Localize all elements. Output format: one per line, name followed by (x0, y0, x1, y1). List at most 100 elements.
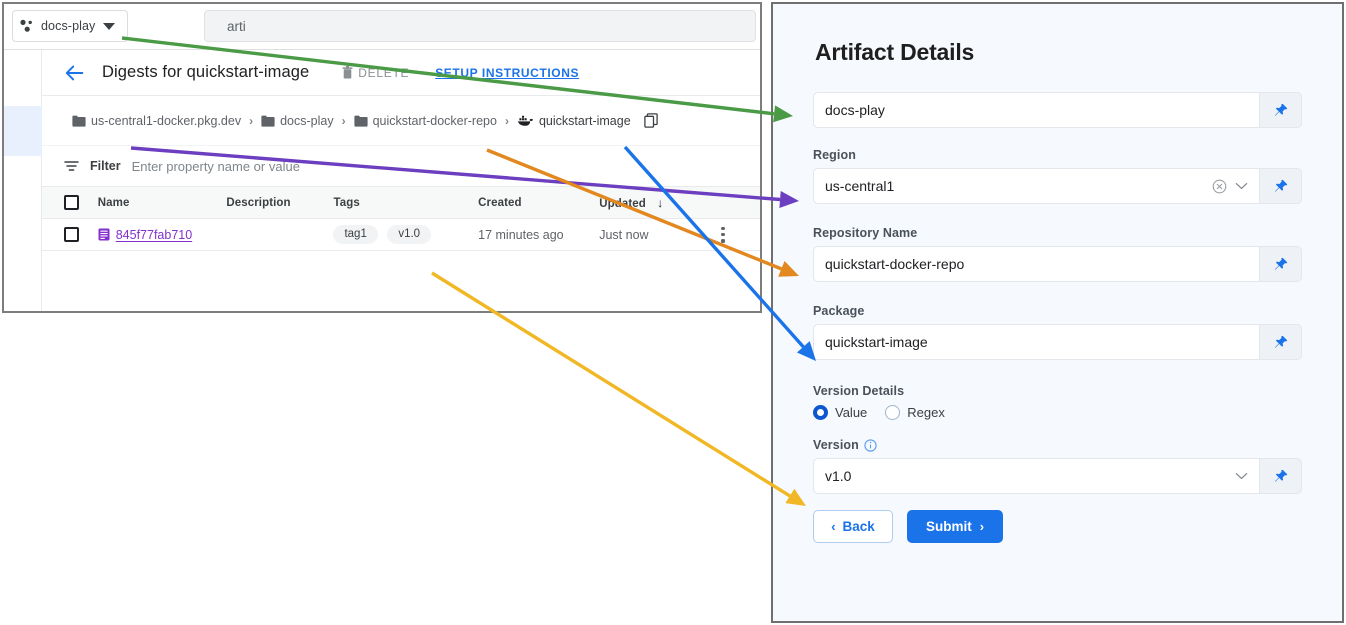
pin-package-button[interactable] (1260, 324, 1302, 360)
chevron-down-icon[interactable] (1235, 472, 1248, 480)
pin-icon (1274, 179, 1288, 193)
table-header-row: Name Description Tags Created Updated ↓ (42, 186, 760, 219)
breadcrumb-separator: › (249, 113, 254, 128)
pin-icon (1274, 103, 1288, 117)
back-arrow-icon[interactable] (64, 62, 102, 84)
table-row[interactable]: 845f77fab710 tag1 v1.0 17 minutes ago Ju… (42, 218, 760, 251)
submit-button[interactable]: Submit › (907, 510, 1004, 543)
breadcrumb-item-repository[interactable]: quickstart-docker-repo (353, 113, 497, 128)
docker-whale-icon (517, 114, 534, 127)
row-description-cell (226, 218, 334, 251)
column-header-updated-label: Updated (599, 197, 646, 210)
breadcrumb-item-package[interactable]: quickstart-image (517, 114, 631, 128)
version-input[interactable]: v1.0 (813, 458, 1260, 494)
breadcrumb-item-project[interactable]: docs-play (261, 114, 334, 128)
breadcrumb-item-registry[interactable]: us-central1-docker.pkg.dev (72, 114, 241, 128)
setup-instructions-button[interactable]: SETUP INSTRUCTIONS (435, 65, 580, 80)
panel-button-row: ‹ Back Submit › (813, 510, 1302, 543)
folder-icon (353, 115, 368, 127)
back-button[interactable]: ‹ Back (813, 510, 893, 543)
column-header-created[interactable]: Created (478, 186, 600, 219)
chevron-down-icon[interactable] (1235, 182, 1248, 190)
column-header-overflow (714, 186, 760, 219)
project-selector[interactable]: docs-play (12, 10, 128, 42)
delete-button-label: DELETE (358, 65, 410, 80)
filter-input[interactable]: Enter property name or value (131, 158, 300, 174)
radio-option-regex[interactable]: Regex (885, 405, 945, 420)
column-header-description[interactable]: Description (226, 186, 334, 219)
field-version: Version v1.0 (813, 438, 1302, 494)
region-label: Region (813, 148, 856, 162)
pin-icon (1274, 469, 1288, 483)
breadcrumb-label: docs-play (280, 113, 334, 128)
page-content: Digests for quickstart-image DELETE SETU (42, 50, 760, 311)
radio-value-input[interactable] (813, 405, 828, 420)
radio-regex-input[interactable] (885, 405, 901, 420)
version-details-label: Version Details (813, 384, 905, 398)
select-all-header (42, 186, 98, 219)
package-input[interactable]: quickstart-image (813, 324, 1260, 360)
radio-regex-label: Regex (907, 405, 945, 420)
kebab-menu-icon[interactable] (721, 226, 725, 243)
project-input-value: docs-play (825, 102, 885, 118)
breadcrumb-separator: › (504, 113, 509, 128)
column-header-name[interactable]: Name (97, 186, 227, 219)
breadcrumb: us-central1-docker.pkg.dev › docs-play ›… (42, 96, 760, 146)
radio-option-value[interactable]: Value (813, 405, 867, 420)
search-input-value: arti (227, 18, 246, 34)
chevron-left-icon: ‹ (831, 519, 836, 534)
region-input[interactable]: us-central1 (813, 168, 1260, 204)
sort-descending-icon: ↓ (657, 195, 664, 210)
project-input[interactable]: docs-play (813, 92, 1260, 128)
trash-icon (342, 66, 353, 79)
pin-icon (1274, 335, 1288, 349)
filter-bar: Filter Enter property name or value (42, 146, 760, 186)
tag-chip[interactable]: tag1 (333, 224, 378, 245)
delete-button[interactable]: DELETE (342, 66, 409, 80)
left-nav-selected-highlight (4, 106, 42, 156)
page-header: Digests for quickstart-image DELETE SETU (42, 50, 760, 96)
clear-icon[interactable] (1212, 179, 1227, 194)
pin-version-button[interactable] (1260, 458, 1302, 494)
select-all-checkbox[interactable] (64, 195, 79, 210)
region-input-value: us-central1 (825, 178, 895, 194)
digests-table-head: Name Description Tags Created Updated ↓ (42, 186, 760, 219)
row-name-cell: 845f77fab710 (97, 218, 227, 251)
filter-icon[interactable] (64, 160, 79, 172)
version-details-radio-group: Value Regex (813, 405, 1302, 420)
project-selector-label: docs-play (41, 19, 96, 33)
tag-chip[interactable]: v1.0 (387, 224, 432, 245)
repository-name-input[interactable]: quickstart-docker-repo (813, 246, 1260, 282)
folder-icon (261, 115, 275, 127)
column-header-updated[interactable]: Updated ↓ (599, 186, 715, 219)
info-icon[interactable] (864, 438, 877, 452)
search-input[interactable]: arti (204, 10, 756, 42)
version-label: Version (813, 438, 859, 452)
row-updated-cell: Just now (599, 218, 715, 251)
digest-link[interactable]: 845f77fab710 (98, 228, 227, 242)
row-created-cell: 17 minutes ago (478, 218, 600, 251)
pin-region-button[interactable] (1260, 168, 1302, 204)
breadcrumb-label: quickstart-docker-repo (372, 113, 497, 128)
pin-project-button[interactable] (1260, 92, 1302, 128)
package-label: Package (813, 304, 865, 318)
repository-name-label: Repository Name (813, 226, 918, 240)
chevron-right-icon: › (979, 519, 985, 534)
version-label-row: Version (813, 438, 1302, 452)
filter-label: Filter (90, 159, 121, 173)
row-checkbox[interactable] (64, 227, 79, 242)
row-overflow-cell (714, 218, 760, 251)
pin-repository-button[interactable] (1260, 246, 1302, 282)
row-tags-cell: tag1 v1.0 (333, 218, 479, 251)
field-repository-name: Repository Name quickstart-docker-repo (813, 226, 1302, 282)
digest-link-label: 845f77fab710 (115, 227, 193, 242)
digests-table-body: 845f77fab710 tag1 v1.0 17 minutes ago Ju… (42, 218, 760, 251)
breadcrumb-label: us-central1-docker.pkg.dev (91, 113, 242, 128)
folder-icon (72, 115, 86, 127)
digests-table: Name Description Tags Created Updated ↓ (42, 186, 760, 251)
radio-value-label: Value (835, 405, 868, 420)
copy-icon[interactable] (638, 113, 658, 128)
column-header-tags[interactable]: Tags (333, 186, 479, 219)
row-select-cell (42, 218, 98, 251)
